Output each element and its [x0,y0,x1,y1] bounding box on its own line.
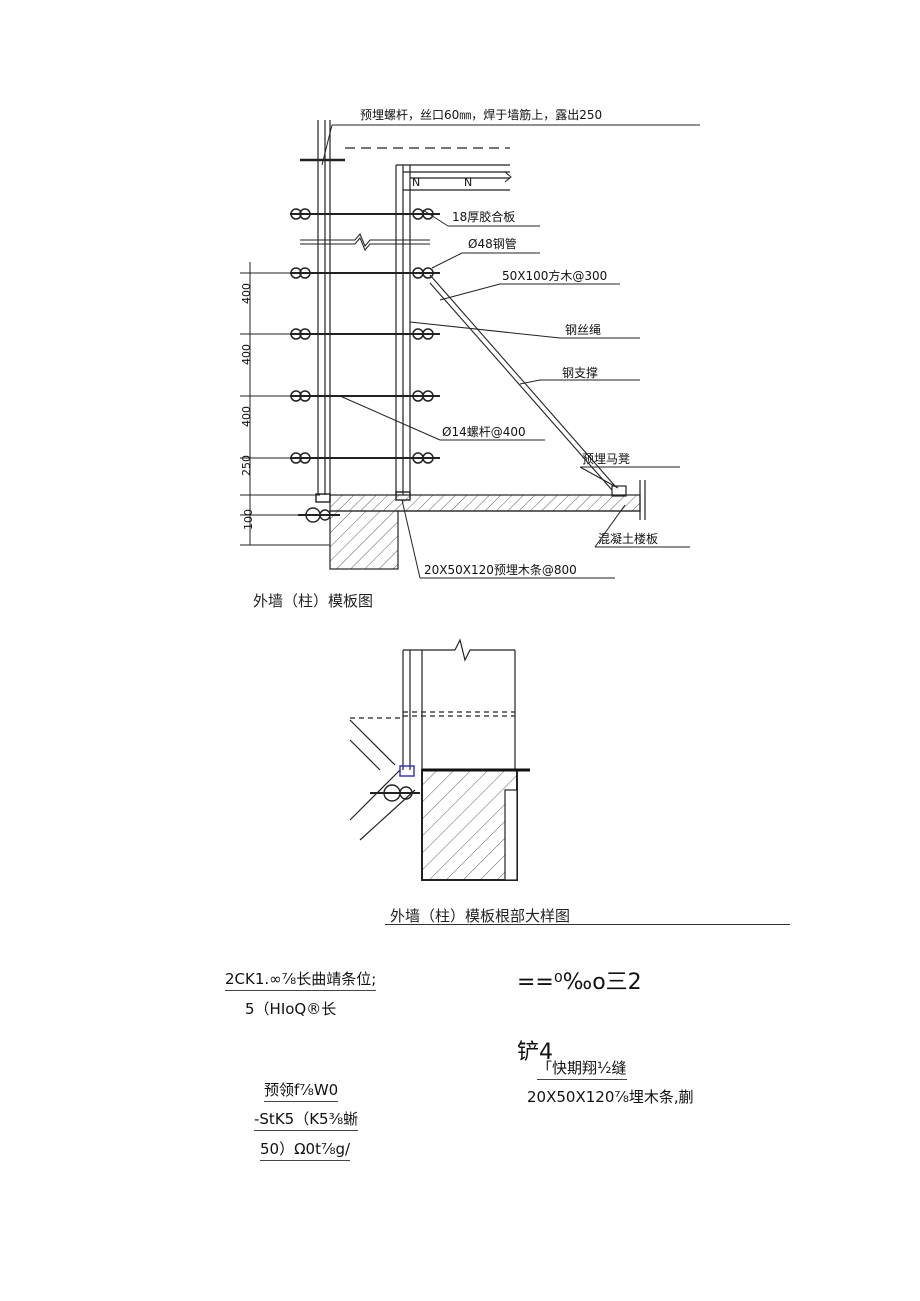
label-slab: 混凝土楼板 [598,531,658,546]
label-embedded-stool: 预埋马凳 [582,451,630,466]
label-timber: 50X100方木@300 [502,268,607,283]
dim-100: 100 [242,509,255,530]
label-embedded-strip: 20X50X120预埋木条@800 [424,563,577,577]
svg-text:N: N [464,176,472,189]
label-steel-brace: 钢支撑 [562,365,598,380]
figure2-caption-rule [385,924,790,925]
ocr-left-line2: 5（HIoQ®长 [245,1000,337,1018]
figure2-caption: 外墙（柱）模板根部大样图 [390,907,571,925]
dim-250: 250 [240,455,253,476]
ocr-right-line3: 「快期翔½缝 [537,1057,627,1080]
formwork-base-detail-drawing [349,638,530,881]
ocr-left-line1: 2CK1.∞⅞长曲靖条位; [225,968,377,991]
diagonal-braces [429,274,616,491]
bolt-nuts [290,208,434,464]
ocr-left-line5: 50）Ω0t⅞g/ [260,1138,351,1161]
figure1-caption: 外墙（柱）模板图 [253,592,374,610]
dimension-labels: 400 400 400 250 100 [240,283,255,530]
ocr-right-line4: 20X50X120⅞埋木条,蒯 [527,1088,694,1106]
concrete-slab [329,480,646,570]
dimension-chain [240,262,330,546]
ocr-left-line3: 预领f⅞W0 [264,1079,339,1102]
leader-lines [321,124,700,579]
svg-text:N: N [412,176,420,189]
dim-400-c: 400 [240,406,253,427]
formwork-elevation-drawing: N N 400 400 400 250 1 [240,107,700,579]
wall-formwork-lines [300,120,510,495]
ocr-right-line1: ==⁰‰o三2 [517,970,642,995]
dim-400-a: 400 [240,283,253,304]
label-plywood: 18厚胶合板 [452,209,515,224]
label-steel-pipe: Ø48钢管 [468,236,517,251]
bolt-rows [290,213,440,459]
label-embedded-bolt: 预埋螺杆，丝口60㎜，焊于墙筋上，露出250 [360,107,602,122]
ocr-left-line4: -StK5（K5⅜蜥 [254,1108,359,1131]
dim-400-b: 400 [240,344,253,365]
label-wire-rope: 钢丝绳 [565,323,601,337]
label-bolt: Ø14螺杆@400 [442,425,526,439]
ocr-right-line2: 铲4 [517,1040,553,1065]
